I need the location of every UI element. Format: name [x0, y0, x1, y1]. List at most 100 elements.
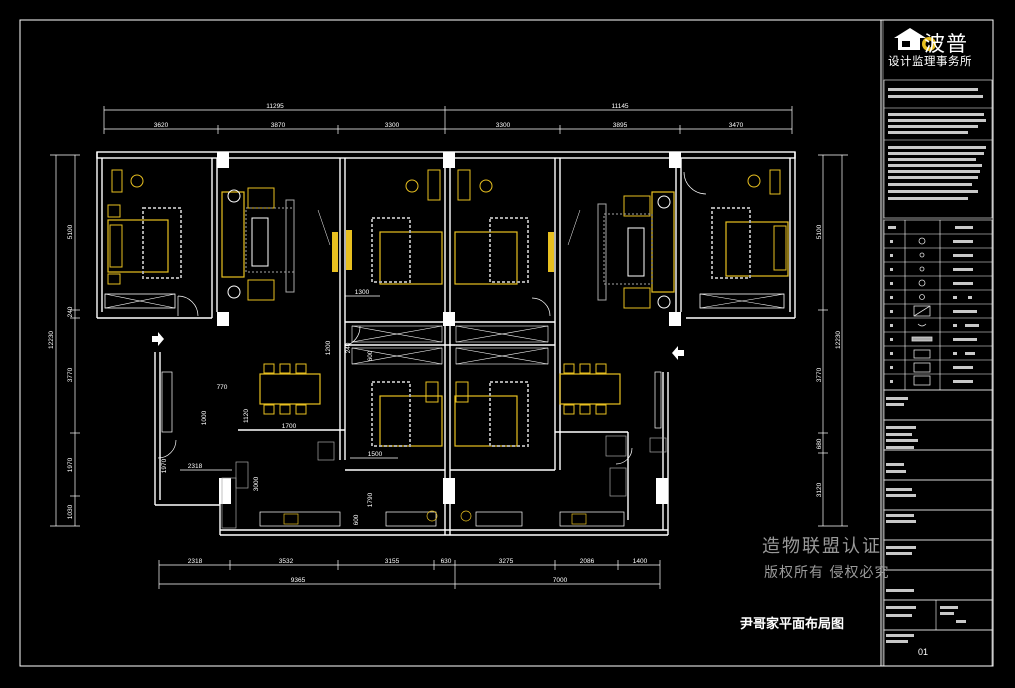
pillow	[109, 224, 123, 268]
wardrobe	[104, 293, 176, 309]
bed-rug	[489, 217, 529, 283]
bed	[107, 219, 169, 273]
chair	[479, 179, 493, 193]
dim-left-total: 12230	[48, 331, 55, 349]
dining-right[interactable]	[559, 363, 621, 415]
bed-rug	[371, 381, 411, 447]
bed	[725, 221, 789, 277]
rug	[603, 213, 653, 285]
dining-chair	[263, 404, 275, 415]
dim-top: 3300	[496, 122, 511, 129]
toilet	[426, 510, 438, 522]
tv-cabinet	[597, 203, 607, 301]
dim-top: 3620	[154, 122, 169, 129]
dim-top-total: 11145	[611, 103, 628, 110]
bedroom-middle-left[interactable]	[346, 169, 443, 285]
bedroom-lower-left[interactable]	[371, 381, 443, 447]
armchair	[247, 279, 275, 301]
dining-chair	[279, 404, 291, 415]
dim-bottom: 2086	[580, 558, 595, 565]
dim-top-total: 11295	[266, 103, 284, 110]
dimension-labels: 11295 11145 3620 3870 3300 3300 3895 347…	[48, 103, 842, 584]
bedroom-left[interactable]	[104, 169, 182, 309]
structural-columns	[217, 152, 681, 504]
walls	[96, 151, 796, 536]
desk	[111, 169, 123, 193]
wardrobe-line	[104, 293, 176, 309]
dim-inner: 3000	[253, 476, 260, 491]
dim-top: 3895	[613, 122, 628, 129]
watermark-line1: 造物联盟认证	[762, 536, 882, 557]
kitchen-counter	[259, 511, 341, 527]
dim-right-total: 12230	[835, 331, 842, 349]
drawing-title: 尹哥家平面布局图	[740, 617, 845, 632]
dim-right: 5100	[816, 224, 823, 239]
company-logo: 波普 设计监理事务所	[888, 28, 988, 72]
sofa	[221, 191, 245, 278]
dim-inner: 1000	[201, 410, 208, 425]
sheet-number: 01	[918, 647, 929, 657]
bed-rug	[711, 207, 751, 279]
dim-inner: 1300	[355, 289, 370, 296]
living-room-right[interactable]	[567, 191, 675, 309]
floor-plan[interactable]	[50, 106, 848, 589]
bedroom-right[interactable]	[699, 169, 789, 309]
sink	[571, 513, 587, 525]
dim-bottom: 2318	[188, 558, 203, 565]
drawing-frame	[19, 19, 994, 667]
dim-bottom: 3155	[385, 558, 400, 565]
dining-chair	[279, 363, 291, 374]
dining-left[interactable]	[259, 363, 321, 415]
dim-bottom: 3532	[279, 558, 294, 565]
dining-chair	[579, 404, 591, 415]
shelving	[654, 371, 662, 429]
wardrobe	[699, 293, 785, 309]
plant	[227, 285, 241, 299]
dim-inner: 600	[367, 350, 374, 361]
dim-left: 240	[67, 306, 74, 317]
dim-left: 5100	[67, 224, 74, 239]
wardrobe-line	[699, 293, 785, 309]
dim-bottom: 3275	[499, 558, 514, 565]
dim-top: 3470	[729, 122, 744, 129]
desk	[425, 381, 439, 403]
chair	[405, 179, 419, 193]
dim-inner: 600	[353, 514, 360, 525]
kitchen-counter	[475, 511, 523, 527]
title-block-text-bars	[886, 88, 986, 643]
dining-chair	[263, 363, 275, 374]
title-block-table	[883, 79, 993, 667]
desk	[457, 169, 471, 201]
dim-inner: 240	[345, 342, 352, 353]
shelving	[161, 371, 173, 433]
dim-right: 680	[816, 438, 823, 449]
dim-inner: 1120	[243, 409, 250, 423]
plant	[657, 295, 671, 309]
dim-inner: 1200	[325, 340, 332, 355]
desk	[769, 169, 781, 195]
window-line	[567, 209, 581, 246]
bedroom-lower-right[interactable]	[454, 381, 529, 447]
desk	[427, 169, 441, 201]
washbasin	[605, 435, 627, 457]
dim-right: 3770	[816, 367, 823, 382]
watermark-line2: 版权所有 侵权必究	[764, 565, 890, 581]
entry-arrows	[152, 332, 684, 360]
bed	[454, 231, 518, 285]
logo-mark	[894, 28, 936, 51]
dining-chair	[563, 363, 575, 374]
fridge	[649, 437, 667, 453]
tv-cabinet	[285, 199, 295, 293]
dim-right: 3120	[816, 482, 823, 497]
bedroom-middle-right[interactable]	[454, 169, 554, 285]
sink	[283, 513, 299, 525]
corridor-closets	[351, 325, 549, 365]
living-room-left[interactable]	[221, 187, 338, 301]
washbasin	[235, 461, 249, 489]
plant	[657, 195, 671, 209]
entry-arrow-icon	[152, 332, 164, 346]
shower	[609, 467, 627, 497]
armchair	[623, 287, 651, 309]
dim-bottom: 1400	[633, 558, 648, 565]
